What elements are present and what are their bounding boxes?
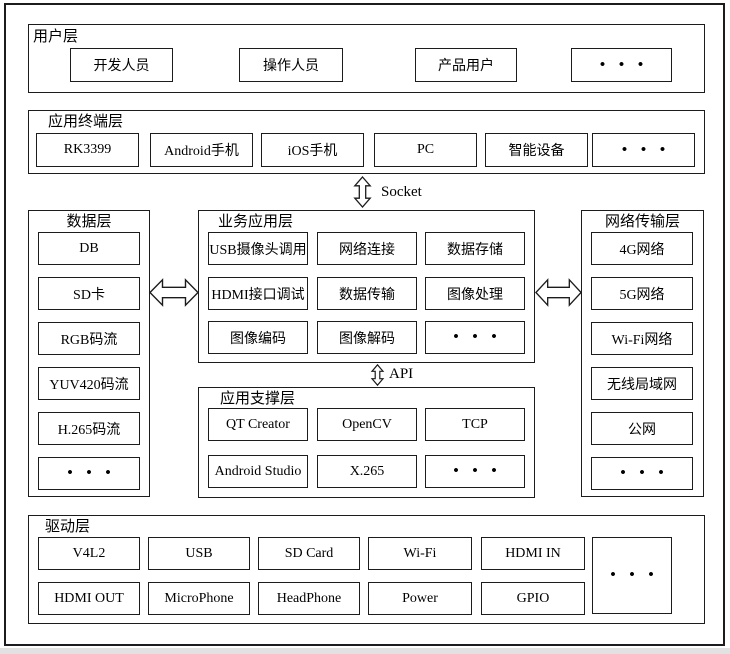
node-android-phone: Android手机	[150, 133, 253, 167]
node-hdmi-in: HDMI IN	[481, 537, 585, 570]
node-usb-driver: USB	[148, 537, 250, 570]
node-android-studio: Android Studio	[208, 455, 308, 488]
node-support-more: • • •	[425, 455, 525, 488]
node-sd-card-driver: SD Card	[258, 537, 360, 570]
node-opencv: OpenCV	[317, 408, 417, 441]
node-business-more: • • •	[425, 321, 525, 354]
node-4g-network: 4G网络	[591, 232, 693, 265]
node-data-more: • • •	[38, 457, 140, 490]
node-gpio: GPIO	[481, 582, 585, 615]
node-sd-card-data: SD卡	[38, 277, 140, 310]
node-v4l2: V4L2	[38, 537, 140, 570]
node-tcp: TCP	[425, 408, 525, 441]
node-yuv420-stream: YUV420码流	[38, 367, 140, 400]
node-rgb-stream: RGB码流	[38, 322, 140, 355]
node-x265: X.265	[317, 455, 417, 488]
node-data-storage: 数据存储	[425, 232, 525, 265]
node-h265-stream: H.265码流	[38, 412, 140, 445]
node-wifi-driver: Wi-Fi	[368, 537, 472, 570]
layer-support-label: 应用支撑层	[220, 391, 296, 407]
layer-business-label: 业务应用层	[218, 214, 294, 230]
node-usb-camera-call: USB摄像头调用	[208, 232, 308, 265]
node-user-more: • • •	[571, 48, 672, 82]
node-wlan: 无线局域网	[591, 367, 693, 400]
node-5g-network: 5G网络	[591, 277, 693, 310]
node-driver-more: • • •	[592, 537, 672, 614]
node-terminal-more: • • •	[592, 133, 695, 167]
layer-user-label: 用户层	[33, 29, 79, 45]
socket-arrow-icon	[353, 176, 372, 208]
layer-terminal-label: 应用终端层	[48, 114, 124, 130]
image-bottom-edge	[0, 648, 730, 654]
node-ios-phone: iOS手机	[261, 133, 364, 167]
layer-driver-label: 驱动层	[45, 519, 91, 535]
node-developer: 开发人员	[70, 48, 173, 82]
node-rk3399: RK3399	[36, 133, 139, 167]
node-network-connect: 网络连接	[317, 232, 417, 265]
api-arrow-icon	[370, 363, 385, 387]
node-data-transfer: 数据传输	[317, 277, 417, 310]
node-microphone: MicroPhone	[148, 582, 250, 615]
node-db: DB	[38, 232, 140, 265]
business-network-arrow-icon	[535, 278, 582, 307]
node-headphone: HeadPhone	[258, 582, 360, 615]
node-hdmi-out: HDMI OUT	[38, 582, 140, 615]
node-image-decode: 图像解码	[317, 321, 417, 354]
node-public-network: 公网	[591, 412, 693, 445]
node-power: Power	[368, 582, 472, 615]
node-image-encode: 图像编码	[208, 321, 308, 354]
layer-data-label: 数据层	[66, 214, 112, 230]
node-operator: 操作人员	[239, 48, 343, 82]
node-image-processing: 图像处理	[425, 277, 525, 310]
node-product-user: 产品用户	[415, 48, 517, 82]
socket-label: Socket	[381, 184, 422, 200]
node-wifi-network: Wi-Fi网络	[591, 322, 693, 355]
diagram-outer-frame	[4, 3, 725, 646]
node-network-more: • • •	[591, 457, 693, 490]
node-qt-creator: QT Creator	[208, 408, 308, 441]
layer-network-label: 网络传输层	[604, 214, 680, 230]
node-smart-device: 智能设备	[485, 133, 588, 167]
node-hdmi-debug: HDMI接口调试	[208, 277, 308, 310]
node-pc: PC	[374, 133, 477, 167]
api-label: API	[389, 366, 414, 382]
data-business-arrow-icon	[149, 278, 199, 307]
